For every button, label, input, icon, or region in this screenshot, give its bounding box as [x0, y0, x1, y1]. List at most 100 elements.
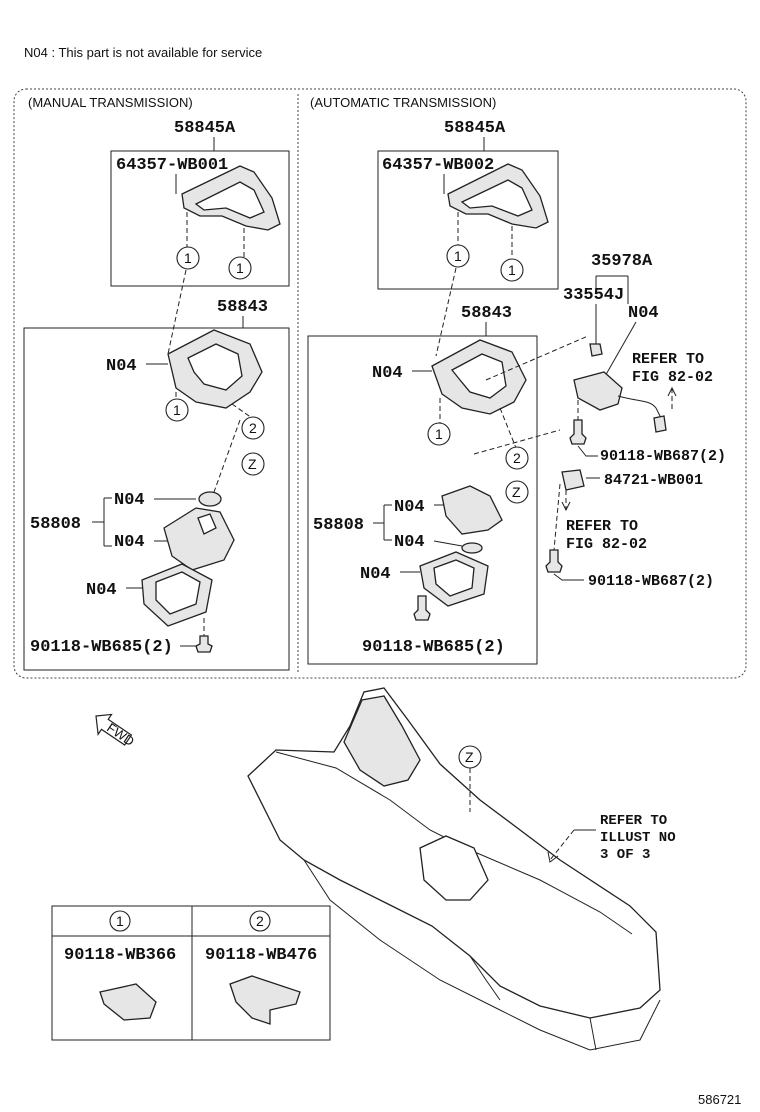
auto-connector-label[interactable]: 84721-WB001	[604, 472, 703, 489]
legend-key-circle	[109, 910, 131, 932]
console-callout-z: Z	[465, 749, 474, 765]
auto-refer-1-line2: FIG 82-02	[632, 369, 713, 386]
legend-part-1[interactable]: 90118-WB366	[64, 946, 176, 965]
manual-panel-label[interactable]: 58843	[217, 298, 268, 317]
callout-1: 1	[173, 402, 181, 418]
manual-screw-label[interactable]: 90118-WB685(2)	[30, 638, 173, 657]
legend-clip-1-part	[99, 983, 157, 1021]
callout-z: Z	[248, 456, 257, 472]
leader-line	[433, 540, 463, 547]
manual-boot-note-1: N04	[114, 491, 145, 510]
auto-cover-label[interactable]: 64357-WB002	[382, 156, 494, 175]
callout-z: Z	[512, 484, 521, 500]
figure-number: 586721	[698, 1092, 741, 1107]
auto-shift-cover-inner	[460, 179, 533, 217]
manual-section-title: (MANUAL TRANSMISSION)	[28, 95, 193, 110]
manual-panel-note: N04	[106, 357, 137, 376]
automatic-section-title: (AUTOMATIC TRANSMISSION)	[310, 95, 496, 110]
legend-key-1: 1	[116, 913, 124, 929]
auto-panel-box	[307, 335, 538, 665]
manual-cover-label[interactable]: 64357-WB001	[116, 156, 228, 175]
manual-assy-box	[110, 150, 290, 287]
callout-1: 1	[184, 250, 192, 266]
leader-dash	[231, 403, 253, 419]
bracket	[92, 497, 112, 547]
auto-panel-label[interactable]: 58843	[461, 304, 512, 323]
console-side-line	[589, 1017, 597, 1051]
legend-key-circle	[249, 910, 271, 932]
auto-knob-ring-part	[461, 542, 483, 554]
leader-dash	[549, 829, 575, 861]
callout-circle	[228, 256, 252, 280]
fwd-arrow-icon: FWD	[95, 713, 137, 749]
manual-shift-panel-opening	[187, 343, 243, 391]
manual-boot-note-2: N04	[114, 533, 145, 552]
auto-switch-assy-label[interactable]: 35978A	[591, 252, 653, 271]
auto-bolt-2-label[interactable]: 90118-WB687(2)	[588, 573, 714, 590]
leader-dash	[553, 483, 561, 551]
auto-screw-part	[413, 595, 431, 621]
auto-boot-group-label[interactable]: 58808	[313, 516, 364, 535]
console-refer-line2: ILLUST NO	[600, 830, 676, 846]
leader-line	[577, 445, 598, 457]
callout-circle	[241, 452, 265, 476]
auto-boot-retainer-opening	[433, 559, 475, 597]
manual-group: 58845A 64357-WB001 1 1 58843 N04 1 2 Z 5…	[23, 119, 290, 671]
manual-shift-boot-collar	[197, 513, 217, 535]
manual-knob-ring-part	[198, 491, 222, 507]
auto-retainer-note: N04	[360, 565, 391, 584]
manual-retainer-note: N04	[86, 581, 117, 600]
auto-connector-part	[561, 469, 585, 491]
callout-circle	[446, 244, 470, 268]
leader-dash	[435, 267, 457, 357]
fwd-label: FWD	[104, 720, 137, 749]
auto-assy-label[interactable]: 58845A	[444, 119, 506, 138]
manual-boot-group-label[interactable]: 58808	[30, 515, 81, 534]
automatic-group: 58845A 64357-WB002 1 1 58843 N04 1 2 Z 5…	[307, 119, 726, 665]
leader-line	[553, 573, 584, 581]
auto-switch-body-part	[573, 371, 623, 411]
auto-refer-2-line1: REFER TO	[566, 518, 638, 535]
leader-dash	[167, 269, 187, 355]
console-refer-line1: REFER TO	[600, 813, 667, 829]
legend-key-2: 2	[256, 913, 264, 929]
leader-dash	[473, 429, 561, 455]
switch-wire	[617, 395, 663, 421]
auto-switch-part-label[interactable]: 33554J	[563, 286, 624, 305]
callout-circle	[176, 246, 200, 270]
callout-circle	[505, 480, 529, 504]
auto-bolt-1-label[interactable]: 90118-WB687(2)	[600, 448, 726, 465]
manual-screw-part	[195, 635, 213, 653]
callout-1: 1	[435, 426, 443, 442]
auto-assy-box	[377, 150, 559, 290]
legend-border	[51, 905, 331, 1041]
leader-dash	[213, 419, 241, 493]
service-note: N04 : This part is not available for ser…	[24, 45, 262, 60]
auto-switch-connector-part	[653, 415, 667, 433]
auto-bolt-1-part	[569, 419, 587, 445]
console-side-line	[469, 955, 501, 1001]
transmission-frame	[13, 88, 747, 679]
auto-bolt-2-part	[545, 549, 563, 573]
manual-assy-label[interactable]: 58845A	[174, 119, 236, 138]
arrow-head	[561, 501, 571, 512]
callout-2: 2	[513, 450, 521, 466]
auto-screw-label[interactable]: 90118-WB685(2)	[362, 638, 505, 657]
auto-refer-2-line2: FIG 82-02	[566, 536, 647, 553]
leader-line	[603, 321, 637, 379]
leader-line	[595, 275, 629, 304]
callout-1: 1	[454, 248, 462, 264]
auto-switch-note: N04	[628, 304, 659, 323]
auto-switch-knob-part	[589, 343, 603, 357]
arrow-head	[547, 851, 559, 863]
manual-panel-box	[23, 327, 290, 671]
auto-boot-note-1: N04	[394, 498, 425, 517]
manual-shift-boot-part	[163, 507, 235, 571]
legend-part-2[interactable]: 90118-WB476	[205, 946, 317, 965]
callout-1: 1	[236, 260, 244, 276]
manual-shift-cover-inner	[194, 181, 265, 219]
callout-1: 1	[508, 262, 516, 278]
callout-circle	[505, 446, 529, 470]
leader-dash	[485, 335, 589, 381]
